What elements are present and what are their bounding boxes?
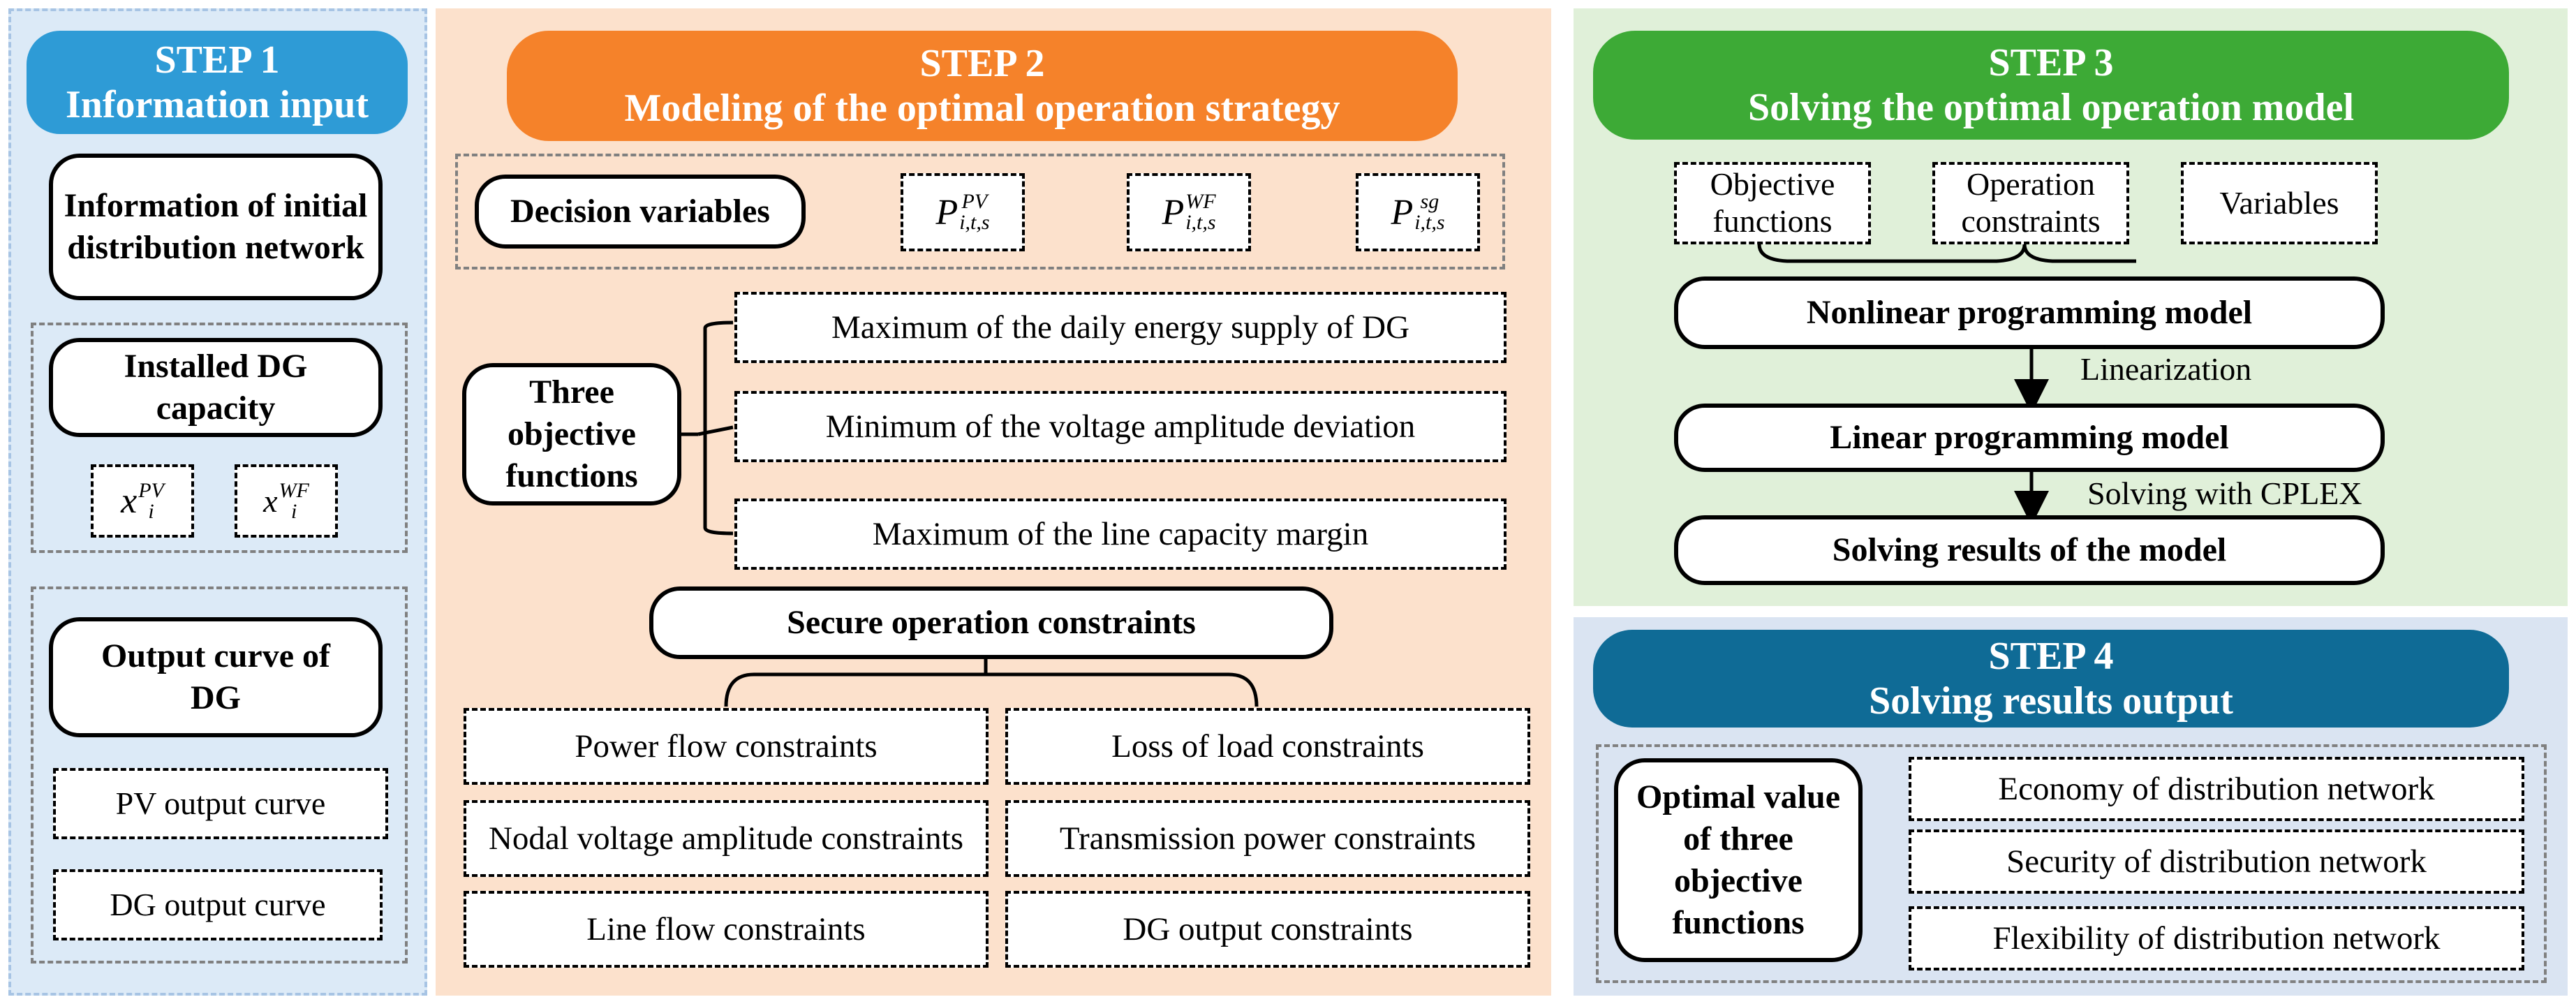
step4-title: STEP 4 [1988, 634, 2114, 678]
output-curve-group [31, 586, 408, 964]
step4-output-group [1596, 744, 2547, 983]
optimal-value-box: Optimal value of three objective functio… [1614, 758, 1863, 962]
three-objective-functions-box: Three objective functions [462, 363, 681, 505]
decision-variables-box: Decision variables [475, 175, 806, 249]
output-curve-dg-box: Output curve of DG [49, 617, 383, 737]
step4-header: STEP 4 Solving results output [1593, 630, 2509, 728]
dg-output-curve-box: DG output curve [53, 869, 383, 940]
constraint-line-flow: Line flow constraints [464, 891, 989, 968]
output-economy: Economy of distribution network [1909, 757, 2524, 821]
objective-energy-supply: Maximum of the daily energy supply of DG [734, 292, 1507, 363]
solving-results-box: Solving results of the model [1674, 515, 2385, 585]
linear-model-box: Linear programming model [1674, 404, 2385, 472]
step4-subtitle: Solving results output [1869, 679, 2233, 723]
constraint-power-flow: Power flow constraints [464, 708, 989, 785]
constraint-dg-output: DG output constraints [1005, 891, 1530, 968]
step1-header: STEP 1 Information input [27, 31, 408, 134]
output-security: Security of distribution network [1909, 829, 2524, 894]
step3-subtitle: Solving the optimal operation model [1747, 86, 2355, 129]
step3-header: STEP 3 Solving the optimal operation mod… [1593, 31, 2509, 140]
objective-brace [681, 320, 734, 536]
cplex-label: Solving with CPLEX [2087, 475, 2362, 511]
input-objective-functions: Objective functions [1674, 162, 1871, 244]
secure-operation-constraints-box: Secure operation constraints [649, 586, 1333, 659]
inputs-brace [1757, 244, 2027, 263]
step3-title: STEP 3 [1988, 40, 2114, 84]
step2-title: STEP 2 [919, 41, 1045, 85]
constraint-loss-of-load: Loss of load constraints [1005, 708, 1530, 785]
input-operation-constraints: Operation constraints [1932, 162, 2129, 244]
objective-brace-mid [697, 425, 734, 436]
linearization-label: Linearization [2080, 351, 2252, 387]
info-initial-network-box: Information of initial distribution netw… [49, 154, 383, 300]
objective-line-capacity: Maximum of the line capacity margin [734, 499, 1507, 570]
installed-dg-capacity-box: Installed DG capacity [49, 338, 383, 437]
step2-header: STEP 2 Modeling of the optimal operation… [507, 31, 1458, 141]
inputs-brace-right [2022, 244, 2136, 263]
constraint-nodal-voltage: Nodal voltage amplitude constraints [464, 800, 989, 877]
constraints-brace [724, 659, 1259, 707]
step2-subtitle: Modeling of the optimal operation strate… [624, 87, 1340, 130]
nonlinear-model-box: Nonlinear programming model [1674, 276, 2385, 349]
pv-output-curve-box: PV output curve [53, 768, 388, 839]
input-variables: Variables [2181, 162, 2378, 244]
constraint-transmission-power: Transmission power constraints [1005, 800, 1530, 877]
output-flexibility: Flexibility of distribution network [1909, 906, 2524, 970]
installed-dg-group [31, 323, 408, 553]
step1-subtitle: Information input [65, 83, 369, 126]
decision-variables-group [455, 154, 1505, 270]
objective-voltage-deviation: Minimum of the voltage amplitude deviati… [734, 391, 1507, 462]
step1-title: STEP 1 [154, 38, 280, 82]
